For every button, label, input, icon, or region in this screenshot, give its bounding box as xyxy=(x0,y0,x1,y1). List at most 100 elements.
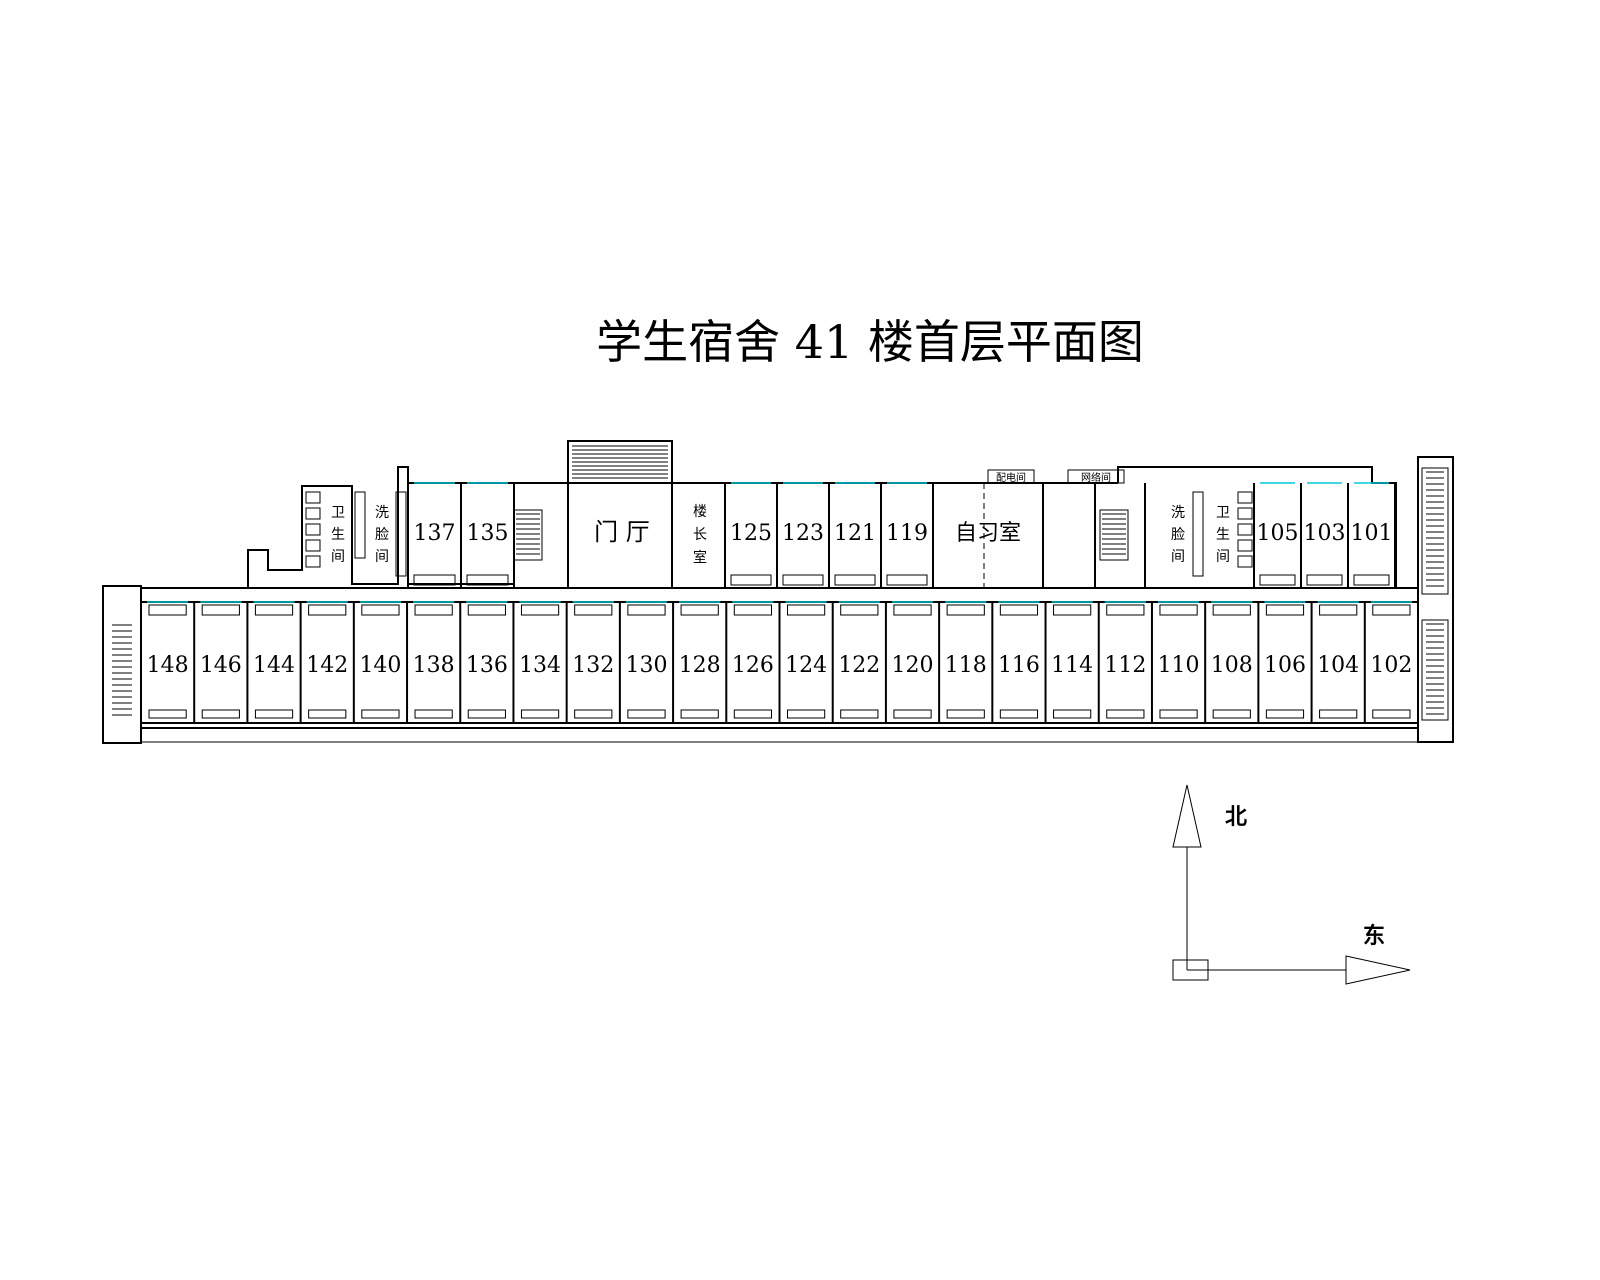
power-room-label: 配电间 xyxy=(996,471,1026,484)
room-number: 138 xyxy=(413,653,455,678)
room-number: 137 xyxy=(414,521,456,546)
room-number: 144 xyxy=(253,653,295,678)
balcony-rail xyxy=(840,709,879,719)
toilet-stall xyxy=(1237,539,1253,552)
balcony-rail xyxy=(946,709,985,719)
washroom-west-label: 洗 xyxy=(375,505,389,521)
door-frame xyxy=(680,604,719,616)
room-number: 140 xyxy=(359,653,401,678)
room-number: 134 xyxy=(519,653,561,678)
door-frame xyxy=(733,604,773,616)
room-number: 104 xyxy=(1317,653,1359,678)
door-frame xyxy=(1212,604,1251,616)
network-room-label: 网络间 xyxy=(1081,471,1111,484)
power-room-box xyxy=(987,469,1035,484)
balcony-rail xyxy=(148,709,187,719)
room-number: 102 xyxy=(1370,653,1412,678)
balcony-rail xyxy=(1159,709,1198,719)
balcony-rail xyxy=(1106,709,1145,719)
building-manager-label: 室 xyxy=(693,549,707,566)
washroom-east-label: 洗 xyxy=(1171,505,1185,521)
balcony-rail xyxy=(414,709,453,719)
balcony-rail xyxy=(1212,709,1251,719)
door-frame xyxy=(413,574,456,586)
compass-east-label: 东 xyxy=(1363,923,1385,949)
room-number: 148 xyxy=(147,653,189,678)
room-number: 103 xyxy=(1304,521,1346,546)
balcony-rail xyxy=(467,709,506,719)
door-frame xyxy=(1106,604,1145,616)
room-number: 123 xyxy=(782,521,824,546)
toilet-stall xyxy=(305,523,321,536)
room-number: 124 xyxy=(785,653,827,678)
room-number: 132 xyxy=(572,653,614,678)
toilet-stall xyxy=(305,539,321,552)
toilet-stall xyxy=(1237,507,1253,520)
balcony-rail xyxy=(361,709,400,719)
door-frame xyxy=(148,604,187,616)
room-number: 110 xyxy=(1158,653,1200,678)
wash-basin-row xyxy=(1192,491,1204,577)
door-frame xyxy=(467,604,506,616)
room-number: 125 xyxy=(730,521,772,546)
inner-stair-east xyxy=(1099,509,1129,561)
washroom-east-label: 间 xyxy=(1171,549,1185,565)
room-number: 128 xyxy=(679,653,721,678)
door-frame xyxy=(1306,574,1343,586)
toilet-east-label: 生 xyxy=(1216,527,1230,543)
room-number: 146 xyxy=(200,653,242,678)
room-number: 119 xyxy=(886,521,928,546)
west-stair xyxy=(102,585,142,744)
balcony-rail xyxy=(254,709,294,719)
balcony-rail xyxy=(308,709,347,719)
door-frame xyxy=(201,604,240,616)
door-frame xyxy=(414,604,453,616)
room-number: 118 xyxy=(945,653,987,678)
balcony-rail xyxy=(574,709,613,719)
toilet-stall xyxy=(305,555,321,568)
room-number: 112 xyxy=(1104,653,1146,678)
door-frame xyxy=(520,604,560,616)
toilet-stall xyxy=(305,507,321,520)
room-number: 114 xyxy=(1051,653,1093,678)
toilet-west-label: 间 xyxy=(331,549,345,565)
room-number: 108 xyxy=(1211,653,1253,678)
balcony-rail xyxy=(999,709,1039,719)
room-number: 122 xyxy=(838,653,880,678)
door-frame xyxy=(840,604,879,616)
balcony-rail xyxy=(201,709,240,719)
door-frame xyxy=(893,604,932,616)
room-number: 121 xyxy=(834,521,876,546)
wash-basin-row xyxy=(395,491,407,577)
room-number: 130 xyxy=(625,653,667,678)
toilet-west-label: 生 xyxy=(331,527,345,543)
door-frame xyxy=(1353,574,1390,586)
door-frame xyxy=(834,574,876,586)
wash-basin-row xyxy=(354,491,366,559)
toilet-stall xyxy=(1237,523,1253,536)
balcony-rail xyxy=(627,709,666,719)
door-frame xyxy=(782,574,824,586)
compass-north-label: 北 xyxy=(1225,804,1247,830)
balcony-rail xyxy=(1372,709,1411,719)
toilet-east-label: 卫 xyxy=(1216,505,1230,521)
room-number: 105 xyxy=(1257,521,1299,546)
door-frame xyxy=(574,604,613,616)
balcony-rail xyxy=(733,709,773,719)
north-wing xyxy=(247,440,1397,589)
toilet-west-label: 卫 xyxy=(331,505,345,521)
door-frame xyxy=(730,574,772,586)
door-frame xyxy=(1372,604,1411,616)
building-manager-label: 长 xyxy=(693,527,707,543)
door-frame xyxy=(886,574,928,586)
door-frame xyxy=(999,604,1039,616)
toilet-stall xyxy=(1237,491,1253,504)
door-frame xyxy=(254,604,294,616)
room-number: 142 xyxy=(306,653,348,678)
door-frame xyxy=(361,604,400,616)
door-frame xyxy=(1259,574,1296,586)
toilet-stall xyxy=(1237,555,1253,568)
door-frame xyxy=(1159,604,1198,616)
east-stair xyxy=(1417,456,1454,743)
